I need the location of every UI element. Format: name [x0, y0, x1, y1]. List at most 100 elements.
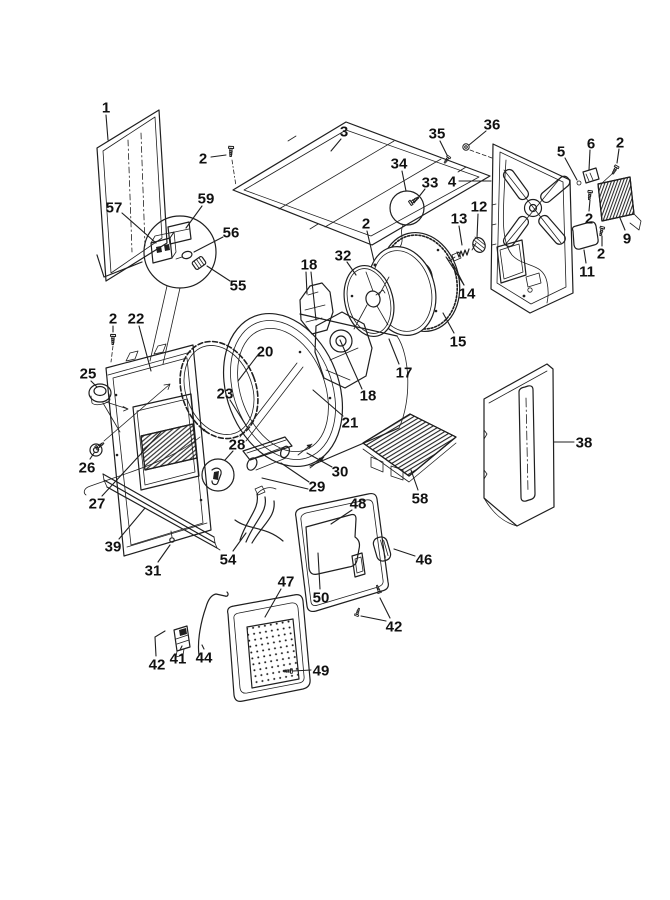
leader-line — [305, 271, 308, 295]
part-number-text: 20 — [257, 344, 274, 361]
leader-line — [201, 644, 205, 650]
part-number-text: 41 — [170, 651, 187, 668]
part-number-text: 5 — [557, 144, 565, 161]
door-outer-panel — [227, 594, 311, 702]
leader-line — [138, 325, 152, 372]
leader-line — [185, 205, 203, 229]
door-latch — [351, 552, 366, 578]
leader-line — [458, 225, 463, 246]
part-label-25: 25 — [80, 366, 98, 388]
part-number-text: 47 — [278, 574, 295, 591]
part-number-text: 35 — [429, 126, 446, 143]
exhaust-grille — [586, 164, 642, 237]
part-number-text: 58 — [412, 491, 429, 508]
leader-line — [237, 355, 258, 382]
leader-line — [224, 450, 234, 461]
leader-line — [366, 230, 375, 262]
part-number-text: 2 — [109, 311, 117, 328]
leader-line — [101, 431, 162, 497]
part-number-text: 54 — [220, 552, 237, 569]
leader-line — [292, 669, 312, 672]
door-switch — [150, 231, 177, 264]
drum-felt-seal — [83, 340, 259, 496]
leader-line — [179, 645, 183, 651]
leader-line — [445, 256, 465, 286]
part-number-text: 50 — [313, 590, 330, 607]
part-label-6: 6 — [587, 136, 595, 171]
grommet — [88, 383, 129, 433]
support-rod — [196, 591, 229, 659]
leader-line — [306, 452, 333, 468]
part-label-2: 2 — [109, 311, 117, 333]
part-label-29: 29 — [261, 462, 325, 496]
front-panel — [105, 343, 212, 557]
leader-line — [312, 389, 344, 417]
part-number-text: 12 — [471, 199, 488, 216]
part-number-text: 22 — [128, 311, 145, 328]
right-side-panel — [483, 363, 555, 527]
part-label-22: 22 — [128, 311, 152, 372]
part-label-36: 36 — [468, 117, 500, 146]
leader-line — [264, 588, 282, 618]
leader-line — [330, 138, 342, 152]
leader-line — [339, 339, 363, 390]
part-label-50: 50 — [313, 552, 330, 607]
part-label-18: 18 — [301, 257, 317, 321]
part-label-33: 33 — [413, 175, 438, 204]
leader-line — [232, 532, 247, 552]
lint-filter — [140, 423, 198, 471]
part-label-41: 41 — [170, 645, 187, 668]
part-label-20: 20 — [237, 344, 274, 382]
leader-line — [210, 154, 227, 158]
part-label-13: 13 — [451, 211, 467, 246]
screw-icon — [227, 145, 235, 158]
leader-line — [229, 399, 248, 428]
part-number-text: 57 — [106, 200, 123, 217]
part-number-text: 48 — [350, 496, 367, 513]
part-number-text: 17 — [396, 365, 413, 382]
part-number-text: 14 — [459, 286, 476, 303]
part-label-39: 39 — [105, 507, 146, 556]
dryer-drum — [222, 282, 409, 468]
drum-baffle-rear — [314, 311, 373, 389]
part-label-59: 59 — [185, 191, 215, 229]
leader-line — [619, 217, 626, 231]
rear-panel-fasteners — [442, 143, 600, 186]
leader-line — [588, 149, 591, 171]
part-label-5: 5 — [557, 144, 578, 181]
leader-line — [89, 452, 95, 460]
leader-line — [193, 236, 224, 253]
leader-line — [261, 477, 309, 490]
part-label-11: 11 — [579, 249, 595, 281]
leader-line — [379, 597, 391, 619]
part-label-48: 48 — [330, 496, 367, 525]
part-label-2: 2 — [199, 151, 227, 168]
terminal-bracket — [173, 625, 191, 658]
part-label-27: 27 — [89, 431, 162, 513]
part-number-text: 1 — [102, 100, 110, 117]
screw-icon — [353, 607, 362, 618]
part-number-text: 27 — [89, 496, 106, 513]
part-label-55: 55 — [206, 265, 246, 295]
leader-line — [121, 212, 157, 244]
heater-element-grid — [362, 413, 457, 483]
part-number-text: 2 — [199, 151, 207, 168]
leader-line — [410, 469, 419, 491]
blower-fan — [502, 168, 571, 248]
switch-plate — [167, 221, 192, 245]
leader-line — [206, 265, 231, 282]
part-number-text: 59 — [198, 191, 215, 208]
part-label-1: 1 — [102, 100, 110, 141]
part-label-14: 14 — [445, 256, 476, 303]
part-label-38: 38 — [553, 435, 592, 452]
left-side-panel — [96, 109, 168, 282]
part-number-text: 23 — [217, 386, 234, 403]
leader-line — [468, 130, 487, 146]
part-label-3: 3 — [330, 124, 348, 152]
wire-plug — [191, 256, 207, 270]
leader-line — [317, 552, 321, 590]
washer-icon — [462, 143, 470, 151]
leader-line — [564, 157, 578, 181]
